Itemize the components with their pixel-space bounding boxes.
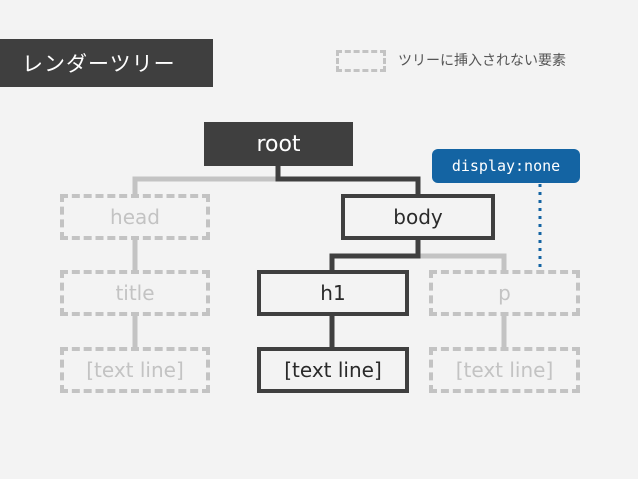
legend-swatch-not-inserted bbox=[336, 50, 386, 72]
connector-body-p bbox=[415, 240, 507, 270]
node-root: root bbox=[204, 122, 353, 166]
node-text-h1: [text line] bbox=[257, 347, 409, 393]
connector-body-h1 bbox=[329, 240, 421, 270]
connector-root-body bbox=[275, 166, 421, 194]
node-p: p bbox=[429, 270, 580, 316]
node-title: title bbox=[60, 270, 210, 316]
legend-label: ツリーに挿入されない要素 bbox=[398, 53, 566, 69]
node-h1: h1 bbox=[257, 270, 409, 316]
node-text-title: [text line] bbox=[60, 347, 210, 393]
slide-title: レンダーツリー bbox=[0, 39, 213, 87]
node-body: body bbox=[341, 194, 495, 240]
display-none-badge: display:none bbox=[432, 149, 580, 183]
node-text-p: [text line] bbox=[429, 347, 580, 393]
connector-root-head bbox=[132, 166, 281, 194]
node-head: head bbox=[60, 194, 210, 240]
